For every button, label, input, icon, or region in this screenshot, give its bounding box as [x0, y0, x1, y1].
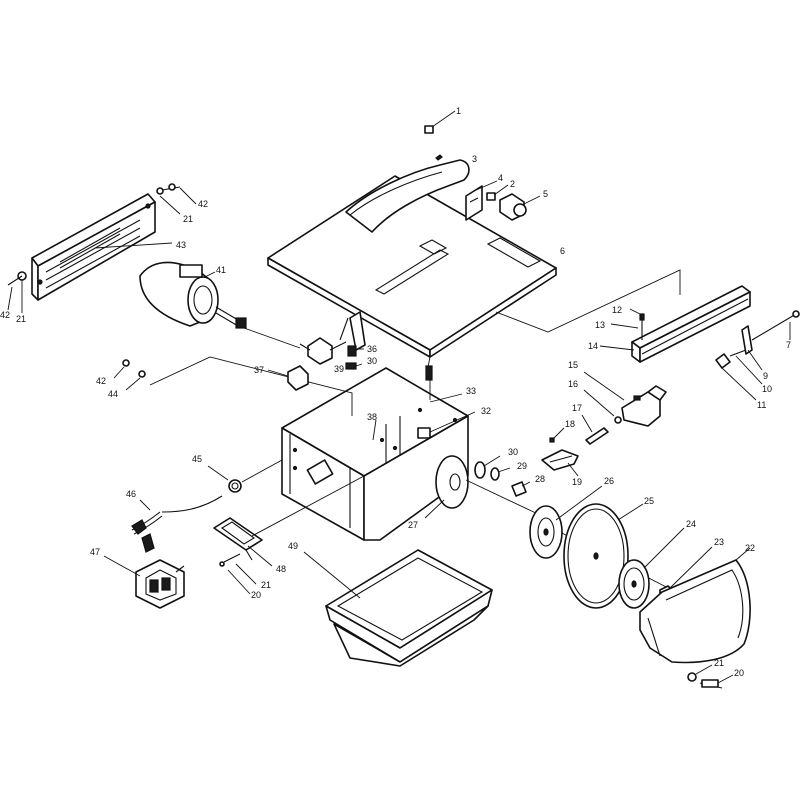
callout-25: 25: [644, 496, 654, 506]
callout-2: 2: [510, 179, 515, 189]
power-cord: [131, 495, 223, 553]
callout-7: 7: [786, 340, 791, 350]
callout-44: 44: [108, 389, 118, 399]
callout-48: 48: [276, 564, 286, 574]
callout-38: 38: [367, 412, 377, 422]
fence-lock-assembly: [465, 180, 541, 221]
spring-and-nut: [345, 345, 433, 381]
callout-19: 19: [572, 477, 582, 487]
callout-30a: 30: [367, 356, 377, 366]
callout-12: 12: [612, 305, 622, 315]
outer-flange: [529, 485, 603, 559]
callout-9: 9: [763, 371, 768, 381]
switch-screw: [219, 553, 257, 595]
callout-42a: 42: [198, 199, 208, 209]
callout-42c: 42: [96, 376, 106, 386]
blade-flange-24: [618, 527, 685, 609]
lock-bar-17: [581, 414, 609, 445]
blade-guard: [639, 547, 751, 664]
callout-43: 43: [176, 240, 186, 250]
adjustment-knob: [299, 337, 347, 365]
callout-21b: 21: [16, 314, 26, 324]
fence-screw: [610, 308, 645, 340]
callout-41: 41: [216, 265, 226, 275]
rip-fence: [495, 269, 751, 363]
clamp-part-37: [267, 365, 309, 391]
callout-4: 4: [498, 173, 503, 183]
callout-23: 23: [714, 537, 724, 547]
carry-handle: [345, 154, 470, 233]
callout-13: 13: [595, 320, 605, 330]
side-extension-table: [31, 193, 173, 301]
screw-part-44: [113, 359, 146, 391]
callout-42b: 42: [0, 310, 10, 320]
callout-21a: 21: [183, 214, 193, 224]
table-top: [267, 175, 557, 368]
callout-39: 39: [334, 364, 344, 374]
lever-part-19: [541, 449, 579, 477]
callout-46: 46: [126, 489, 136, 499]
inner-flange-disc: [424, 455, 469, 519]
callout-18: 18: [565, 419, 575, 429]
callout-21d: 21: [714, 658, 724, 668]
strain-relief: [207, 459, 283, 493]
screw-part-1: [424, 110, 456, 134]
callout-28: 28: [535, 474, 545, 484]
callout-15: 15: [568, 360, 578, 370]
callout-3: 3: [472, 154, 477, 164]
callout-36: 36: [367, 344, 377, 354]
callout-29: 29: [517, 461, 527, 471]
callout-14: 14: [588, 341, 598, 351]
callout-33: 33: [466, 386, 476, 396]
callout-1: 1: [456, 106, 461, 116]
saw-base-housing: [149, 356, 476, 541]
water-tray: [303, 549, 493, 667]
callout-17: 17: [572, 403, 582, 413]
fence-rod: [751, 310, 800, 341]
callout-30b: 30: [508, 447, 518, 457]
callout-20b: 20: [734, 668, 744, 678]
callout-5: 5: [543, 189, 548, 199]
miter-gauge: [583, 371, 667, 427]
callout-6: 6: [560, 246, 565, 256]
extension-screw-bottom: [7, 271, 27, 313]
callout-16: 16: [568, 379, 578, 389]
callout-21c: 21: [261, 580, 271, 590]
extension-screw-top: [156, 183, 197, 215]
fence-bracket: [715, 325, 763, 401]
callout-20a: 20: [251, 590, 261, 600]
arbor-washers: [474, 455, 531, 497]
switch-plate: [213, 475, 365, 567]
callout-32: 32: [481, 406, 491, 416]
motor: [139, 261, 301, 349]
callout-10: 10: [762, 384, 772, 394]
callout-22: 22: [745, 543, 755, 553]
callout-45: 45: [192, 454, 202, 464]
callout-27: 27: [408, 520, 418, 530]
callout-11: 11: [757, 400, 766, 410]
callout-37: 37: [254, 365, 264, 375]
saw-blade: [563, 503, 644, 609]
callout-49: 49: [288, 541, 298, 551]
pin-part-18: [549, 427, 565, 443]
callout-24: 24: [686, 519, 696, 529]
switch-box: [103, 555, 185, 609]
washer-part-16: [583, 389, 622, 424]
callout-labels: 1 2 3 4 5 6 7 9 10 11 12 13 14 15 16 17 …: [0, 106, 791, 678]
guard-screw: [687, 664, 734, 689]
callout-47: 47: [90, 547, 100, 557]
callout-26: 26: [604, 476, 614, 486]
